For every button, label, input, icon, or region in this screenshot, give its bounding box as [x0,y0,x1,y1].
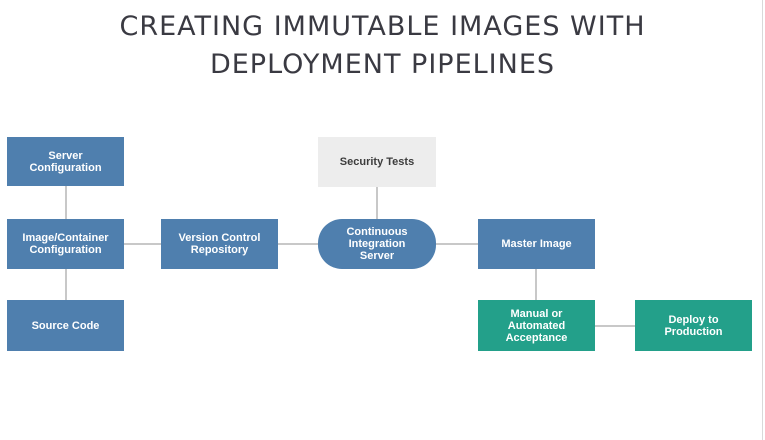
node-security-tests: Security Tests [318,137,436,187]
node-master-image: Master Image [478,219,595,269]
node-security-tests-label: Security Tests [339,156,415,168]
page-title: CREATING IMMUTABLE IMAGES WITH DEPLOYMEN… [0,8,765,84]
node-deploy-to-production-label: Deploy to Production [664,313,723,338]
node-server-configuration: Server Configuration [7,137,124,186]
title-line-1: CREATING IMMUTABLE IMAGES WITH [119,11,646,42]
node-image-container-configuration: Image/Container Configuration [7,219,124,269]
node-source-code: Source Code [7,300,124,351]
node-version-control-repository-label: Version Control Repository [178,232,261,256]
node-server-configuration-label: Server Configuration [29,149,102,174]
node-continuous-integration-server: Continuous Integration Server [318,219,436,269]
right-edge-divider [762,0,763,440]
node-master-image-label: Master Image [501,238,572,250]
node-version-control-repository: Version Control Repository [161,219,278,269]
node-manual-or-automated-acceptance-label: Manual or Automated Acceptance [505,307,568,344]
node-manual-or-automated-acceptance: Manual or Automated Acceptance [478,300,595,351]
title-line-2: DEPLOYMENT PIPELINES [209,49,556,80]
node-deploy-to-production: Deploy to Production [635,300,752,351]
node-source-code-label: Source Code [31,319,100,332]
node-image-container-configuration-label: Image/Container Configuration [22,232,109,256]
node-continuous-integration-server-label: Continuous Integration Server [346,226,408,262]
